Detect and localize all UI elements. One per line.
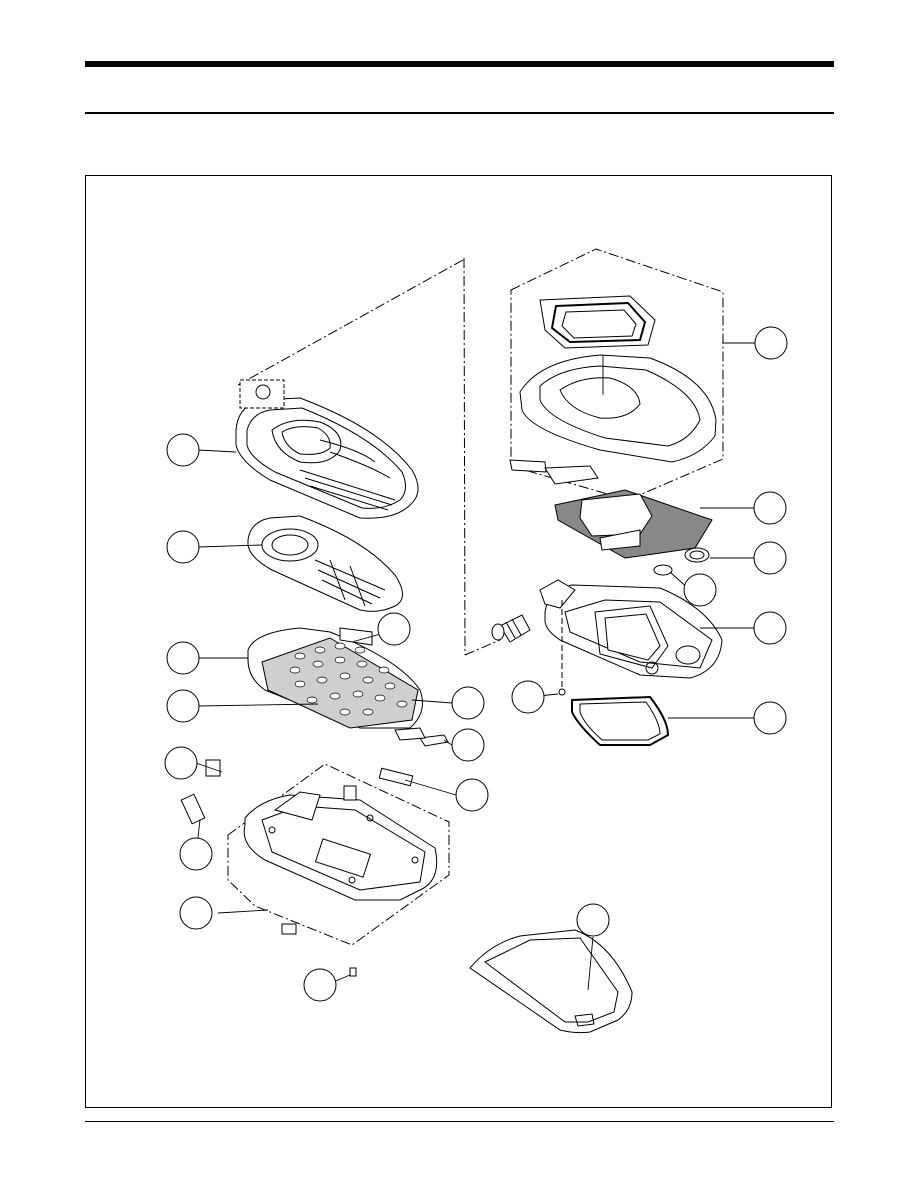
flip-side-key xyxy=(394,727,449,747)
header-rule-thick xyxy=(85,61,834,67)
callout-c11 xyxy=(179,896,213,930)
lcd-window-upper xyxy=(539,295,656,349)
callout-c10 xyxy=(179,837,213,871)
callout-c20 xyxy=(576,903,610,937)
flip-dome-sheet xyxy=(247,627,423,729)
folder-rear-case xyxy=(243,767,438,901)
callouts xyxy=(164,326,788,1002)
figure-frame xyxy=(85,175,832,1108)
callout-c9 xyxy=(164,746,198,780)
callout-c1 xyxy=(166,433,200,467)
hinge-parts xyxy=(180,759,357,977)
callout-c6 xyxy=(451,686,485,720)
callout-c4 xyxy=(166,689,200,723)
speaker xyxy=(653,547,710,576)
leader-lines xyxy=(195,342,756,991)
callout-c15 xyxy=(753,541,787,575)
callout-c13 xyxy=(754,326,788,360)
flip-outer-cover xyxy=(519,354,717,463)
callout-c3 xyxy=(166,641,200,675)
lcd-window-lower xyxy=(571,695,670,746)
callout-c19 xyxy=(753,701,787,735)
main-front-case xyxy=(539,579,723,679)
callout-c5 xyxy=(377,612,411,646)
header-rule-thin xyxy=(85,112,834,114)
flip-front-cover xyxy=(235,379,419,519)
callout-c17 xyxy=(753,611,787,645)
callout-c12 xyxy=(303,968,337,1002)
callout-c7 xyxy=(451,728,485,762)
battery-cover xyxy=(469,929,633,1034)
callout-c18 xyxy=(511,680,545,714)
callout-c8 xyxy=(455,778,489,812)
footer-rule xyxy=(85,1121,834,1122)
lcd-module xyxy=(509,459,713,559)
flip-keypad-rubber xyxy=(247,515,403,612)
antenna xyxy=(491,614,531,643)
callout-c16 xyxy=(683,573,717,607)
screw-right xyxy=(558,600,566,696)
callout-c14 xyxy=(753,491,787,525)
callout-c2 xyxy=(166,530,200,564)
